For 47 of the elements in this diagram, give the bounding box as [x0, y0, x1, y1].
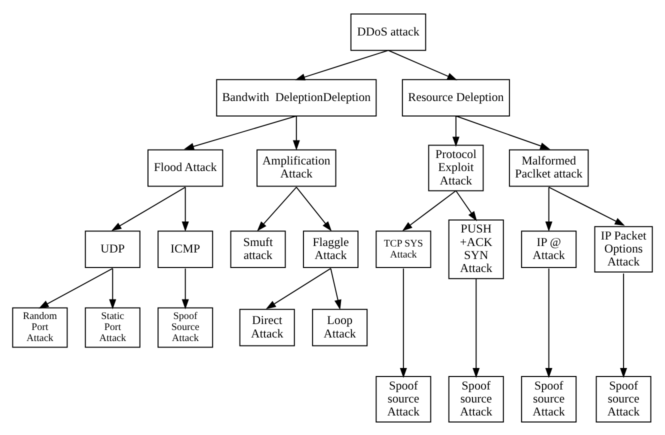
- arrow: [400, 268, 407, 378]
- arrow: [456, 115, 550, 149]
- arrow: [402, 190, 456, 231]
- arrow: [472, 278, 480, 378]
- arrow: [266, 268, 331, 309]
- arrow: [294, 49, 388, 80]
- node-box: Static Port Attack: [84, 306, 140, 348]
- node-box: Direct Attack: [239, 308, 295, 346]
- arrow: [182, 186, 189, 232]
- node-box: Bandwith DeleptionDeleption: [216, 78, 377, 116]
- arrow: [545, 186, 552, 232]
- arrow: [548, 186, 625, 226]
- node-box: Malformed Paclket attack: [508, 148, 589, 186]
- arrow: [111, 186, 186, 230]
- arrow: [330, 268, 342, 310]
- node-box: Protocol Exploit Attack: [428, 144, 484, 191]
- node-box: Flood Attack: [147, 148, 224, 186]
- node-box: ICMP: [158, 230, 214, 268]
- arrow: [388, 49, 458, 80]
- node-box: Spoof source Attack: [448, 376, 504, 422]
- node-box: Smuft attack: [230, 230, 286, 268]
- arrow: [620, 273, 628, 378]
- node-box: IP @ Attack: [521, 230, 577, 268]
- node-box: Spoof source Attack: [596, 376, 652, 422]
- arrow: [109, 268, 116, 309]
- arrow: [292, 116, 300, 150]
- arrow: [257, 186, 297, 231]
- node-box: IP Packet Options Attack: [594, 226, 653, 272]
- node-box: UDP: [84, 230, 140, 268]
- node-box: Amplification Attack: [256, 148, 336, 186]
- node-box: Random Port Attack: [12, 306, 68, 348]
- arrow: [184, 115, 297, 150]
- node-box: Spoof source Attack: [521, 376, 577, 422]
- arrow: [182, 268, 189, 309]
- node-box: TCP SYS Attack: [376, 230, 432, 268]
- arrow: [38, 268, 113, 308]
- arrow: [452, 116, 460, 146]
- node-box: Spoof source Attack: [376, 376, 432, 422]
- arrow: [545, 268, 552, 378]
- node-box: Spoof Source Attack: [158, 306, 214, 348]
- arrow: [296, 186, 332, 231]
- node-box: Loop Attack: [312, 308, 368, 346]
- node-box: Flaggle Attack: [302, 230, 358, 268]
- arrow: [456, 190, 477, 221]
- node-box: DDoS attack: [350, 13, 426, 50]
- node-box: Resource Deleption: [402, 78, 510, 116]
- node-box: PUSH +ACK SYN Attack: [448, 219, 504, 279]
